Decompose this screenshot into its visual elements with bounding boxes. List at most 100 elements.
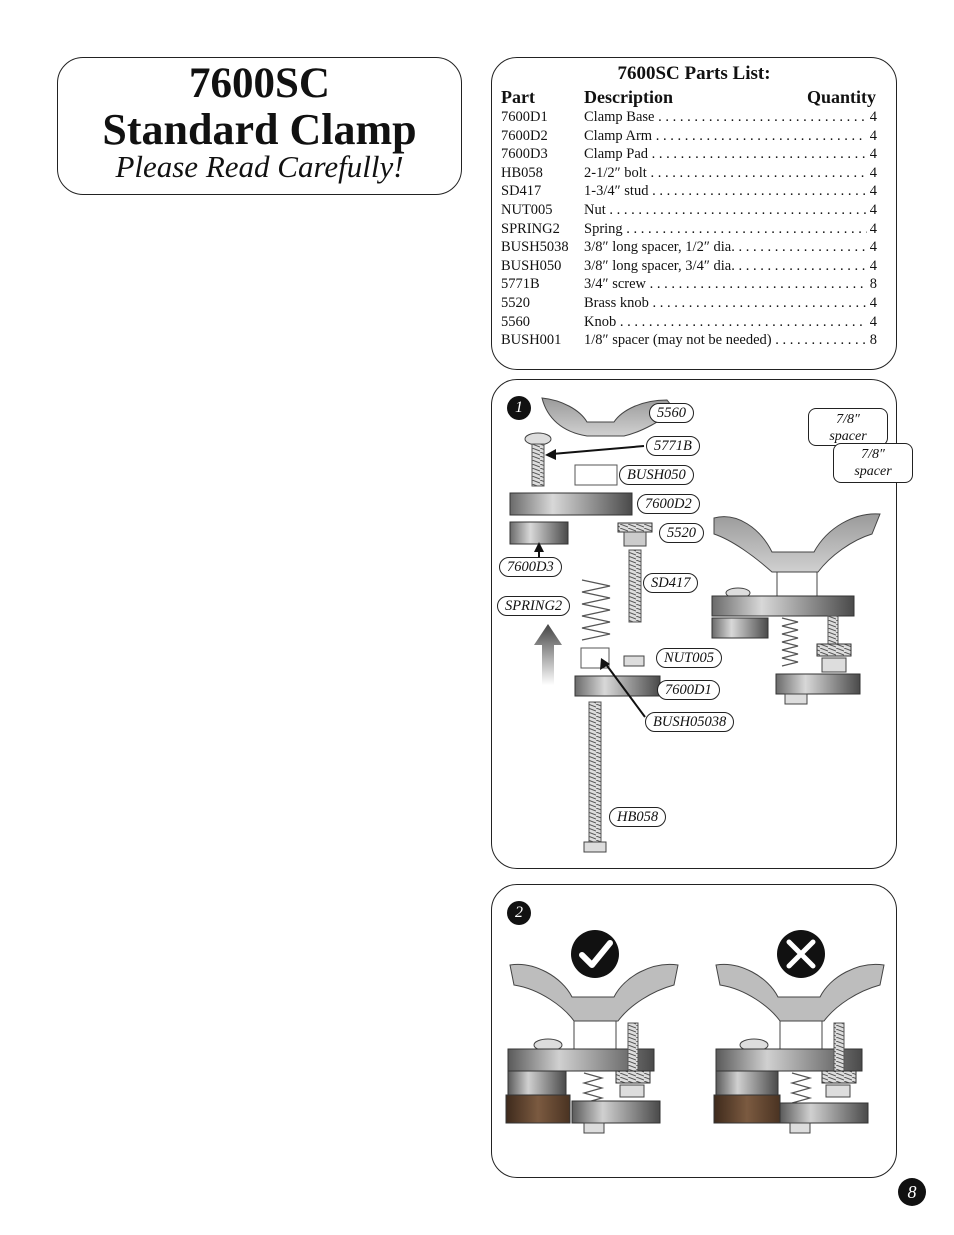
part-description: Brass knob <box>584 294 868 313</box>
parts-row: SD417 1-3/4″ stud4 <box>501 182 877 201</box>
part-quantity: 4 <box>866 163 877 183</box>
parts-list-box: 7600SC Parts List: Part Description Quan… <box>491 57 897 370</box>
parts-row: BUSH001 1/8″ spacer (may not be needed)8 <box>501 331 877 350</box>
correct-clamp-drawing <box>505 963 679 1134</box>
step-number-badge: 2 <box>507 901 531 925</box>
parts-row: 7600D2 Clamp Arm4 <box>501 126 877 146</box>
spacer-note-size: 7/8″ <box>836 412 860 427</box>
spring-part <box>581 579 611 641</box>
read-carefully-note: Please Read Carefully! <box>115 149 404 184</box>
part-number: 5560 <box>501 313 530 330</box>
nut-part <box>623 655 645 667</box>
part-number: BUSH5038 <box>501 239 569 256</box>
callout-brass-knob: 5520 <box>659 523 704 543</box>
callout-clamp-arm: 7600D2 <box>637 494 700 514</box>
mounting-comparison-drawing <box>505 930 885 1134</box>
screw-head-part <box>524 432 552 446</box>
part-number: 7600D3 <box>501 146 548 163</box>
parts-row: 5560 Knob4 <box>501 312 877 332</box>
callout-spacer-small: BUSH05038 <box>645 712 735 732</box>
incorrect-clamp-drawing <box>713 963 885 1134</box>
part-description: Nut <box>584 201 868 220</box>
callout-stud: SD417 <box>643 573 699 593</box>
part-quantity: 8 <box>866 275 877 294</box>
large-spacer-part <box>574 464 618 486</box>
part-number: 5771B <box>501 276 540 293</box>
x-icon <box>777 930 825 978</box>
part-quantity: 4 <box>866 312 877 332</box>
callout-screw: 5771B <box>646 436 700 456</box>
assembled-t-knob <box>713 513 881 573</box>
part-description: Knob <box>584 313 868 332</box>
part-quantity: 4 <box>866 182 877 201</box>
parts-row: BUSH5038 3/8″ long spacer, 1/2″ dia.4 <box>501 238 877 257</box>
part-number: 7600D1 <box>501 109 548 125</box>
assembled-clamp-base <box>775 673 861 695</box>
part-column-header: Part <box>501 87 535 107</box>
up-arrow <box>534 624 562 685</box>
callout-nut: NUT005 <box>656 648 722 668</box>
check-icon <box>571 930 619 978</box>
step-number-badge: 1 <box>507 396 531 420</box>
part-quantity: 4 <box>866 126 877 146</box>
part-number: HB058 <box>501 164 543 181</box>
callout-clamp-base: 7600D1 <box>657 680 720 700</box>
part-quantity: 4 <box>866 108 877 127</box>
parts-row: HB058 2-1/2″ bolt4 <box>501 163 877 183</box>
spacer-note-label: spacer <box>829 429 867 444</box>
part-number: SPRING2 <box>501 220 560 237</box>
part-description: 3/8″ long spacer, 1/2″ dia. <box>584 238 868 257</box>
title-box: 7600SC Standard Clamp Please Read Carefu… <box>57 57 462 195</box>
product-name: Standard Clamp <box>102 105 417 154</box>
clamp-pad-part <box>509 521 569 545</box>
part-quantity: 4 <box>866 293 877 313</box>
part-quantity: 4 <box>866 219 877 239</box>
screw-shank-part <box>531 443 545 487</box>
assembled-clamp-pad <box>711 617 769 639</box>
part-number: SD417 <box>501 183 542 200</box>
assembled-clamp-arm <box>711 595 855 617</box>
part-quantity: 8 <box>866 331 877 350</box>
callout-spacer-large: BUSH050 <box>619 465 694 485</box>
part-description: Spring <box>584 220 868 239</box>
part-description: 2-1/2″ bolt <box>584 164 868 183</box>
parts-row: NUT005 Nut4 <box>501 200 877 220</box>
parts-list-title: 7600SC Parts List: <box>617 63 771 84</box>
stud-part <box>628 549 642 623</box>
spacer-note-size: 7/8″ <box>861 447 885 462</box>
callout-clamp-pad: 7600D3 <box>499 557 562 577</box>
part-quantity: 4 <box>866 238 877 257</box>
brass-knob-part <box>617 522 653 533</box>
part-description: 3/4″ screw <box>584 275 868 294</box>
part-quantity: 4 <box>866 200 877 220</box>
part-description: Clamp Arm <box>584 127 868 146</box>
callout-knob: 5560 <box>649 403 694 423</box>
page-number: 8 <box>898 1178 926 1206</box>
part-description: 1-3/4″ stud <box>584 182 868 201</box>
bolt-part <box>588 701 602 843</box>
part-number: BUSH001 <box>501 332 562 349</box>
part-quantity: 4 <box>866 145 877 164</box>
part-description: 3/8″ long spacer, 3/4″ dia. <box>584 257 868 276</box>
correct-incorrect-figure: 2 <box>491 884 897 1178</box>
parts-row: BUSH0503/8″ long spacer, 3/4″ dia.4 <box>501 256 877 276</box>
part-description: 1/8″ spacer (may not be needed) <box>584 331 868 350</box>
exploded-assembly-figure: 1 5560 5771B BUSH050 7600D2 5520 7600D3 … <box>491 379 913 869</box>
callout-spring: SPRING2 <box>497 596 571 616</box>
part-number: 5520 <box>501 294 530 311</box>
parts-row: 5520 Brass knob4 <box>501 293 877 313</box>
quantity-column-header: Quantity <box>806 87 876 107</box>
exploded-assembly-drawing <box>509 397 881 853</box>
model-number: 7600SC <box>189 60 330 107</box>
part-number: NUT005 <box>501 201 553 218</box>
clamp-arm-part <box>509 492 633 516</box>
part-description: Clamp Pad <box>584 145 868 164</box>
spacer-note: 7/8″ spacer <box>833 443 913 483</box>
spacer-note: 7/8″ spacer <box>808 408 888 446</box>
description-column-header: Description <box>584 87 673 107</box>
part-number: 7600D2 <box>501 127 548 144</box>
callout-bolt: HB058 <box>609 807 667 827</box>
part-number: BUSH050 <box>501 257 562 274</box>
